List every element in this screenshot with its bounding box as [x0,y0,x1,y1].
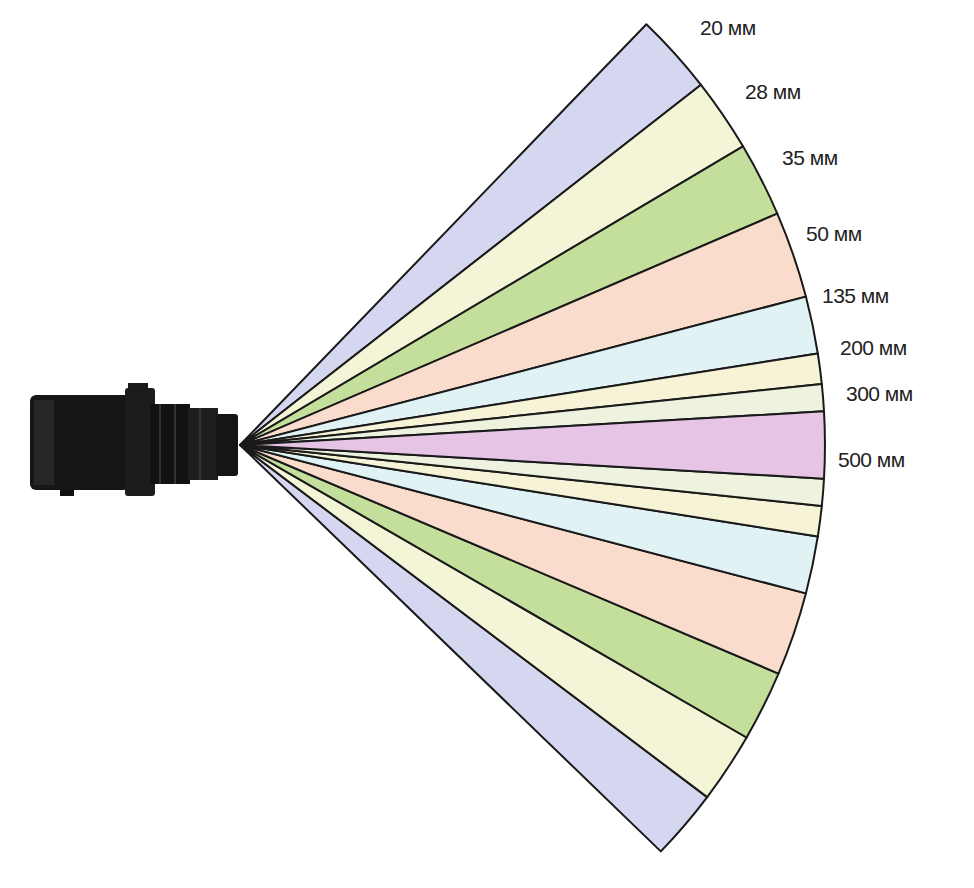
fov-band [240,411,825,478]
focal-length-label: 300 мм [846,382,913,406]
focal-length-label: 200 мм [840,336,907,360]
focal-length-label: 20 мм [700,16,756,40]
focal-length-label: 135 мм [822,284,889,308]
focal-length-label: 500 мм [838,448,905,472]
focal-length-label: 35 мм [782,146,838,170]
focal-length-label: 50 мм [806,222,862,246]
focal-length-label: 28 мм [745,80,801,104]
